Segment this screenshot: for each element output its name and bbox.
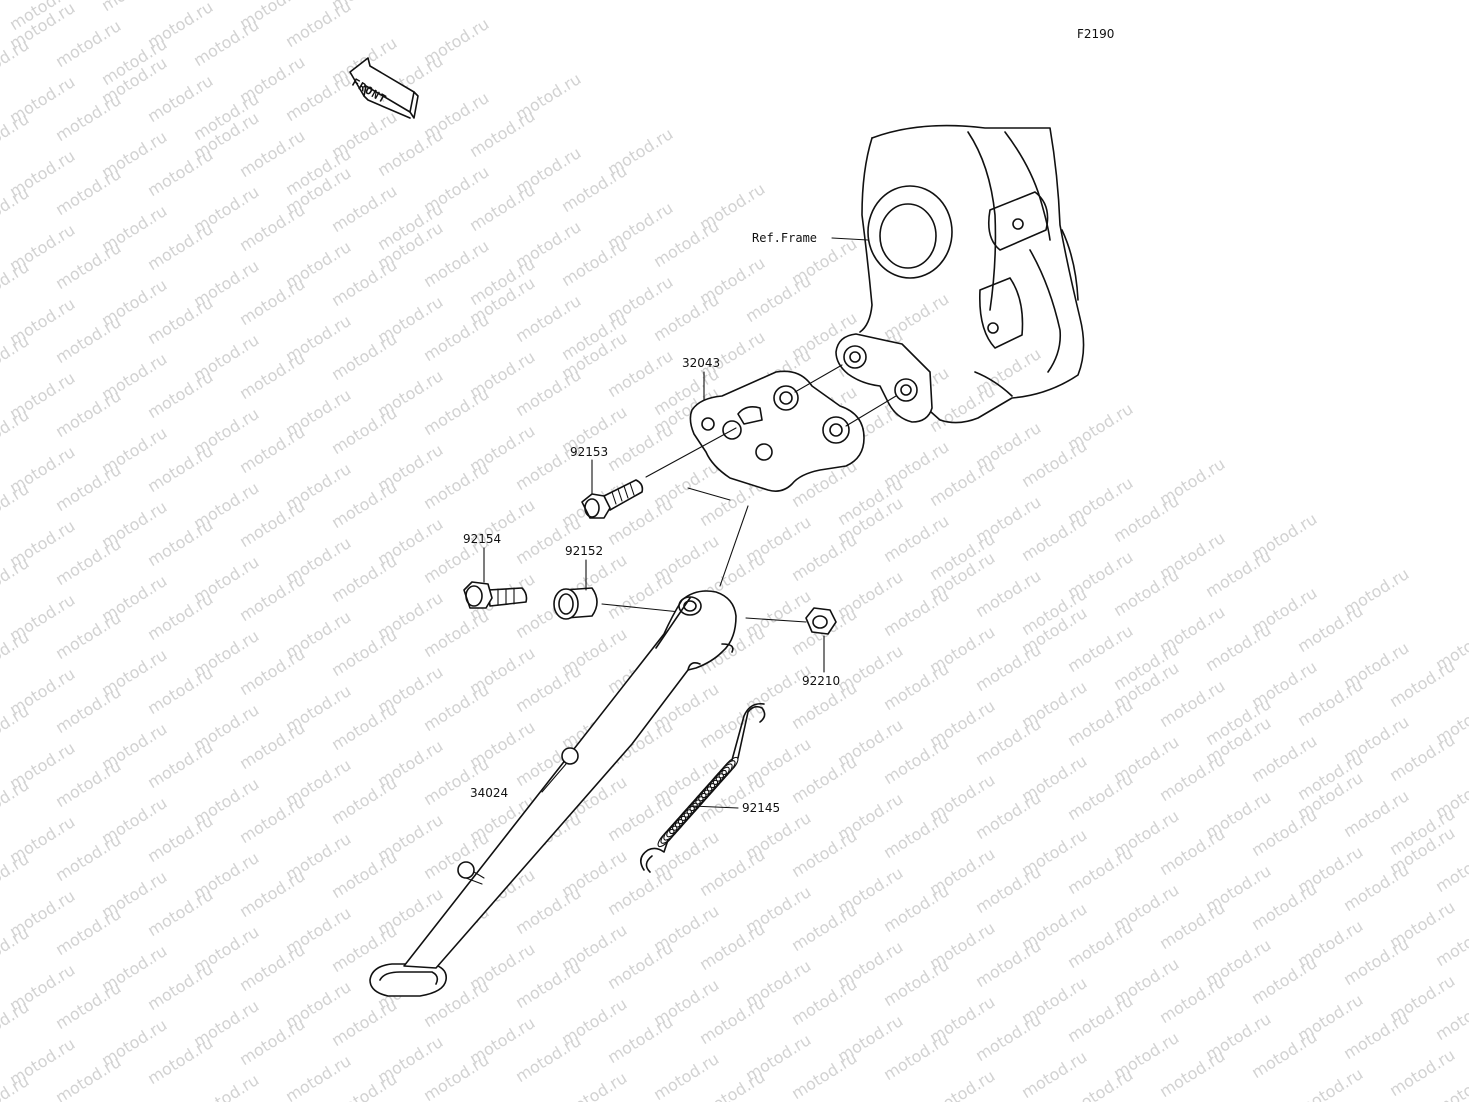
spring-coil [709,769,727,789]
spring-coil [715,763,733,782]
part-label-92154: 92154 [463,532,502,546]
part-label-92210: 92210 [802,674,841,688]
part-label-34024: 34024 [470,786,509,800]
bolt-92154 [463,581,528,609]
bolt-92153 [581,479,644,519]
diagram-code: F2190 [1077,27,1115,41]
bracket-32043 [689,370,865,492]
part-label-32043: 32043 [682,356,721,370]
collar-92152 [553,587,598,620]
ref-frame-label: Ref.Frame [752,231,818,245]
spring-coil [718,760,736,779]
nut-92210 [805,607,837,635]
part-label-92153: 92153 [570,445,609,459]
part-label-92145: 92145 [742,801,781,815]
alignment-lines [601,364,897,623]
leader-lines [483,371,825,809]
spring-coil [721,756,739,776]
frame-drawing [831,124,1085,424]
front-arrow-icon [349,57,419,119]
spring-92145 [640,702,766,873]
part-label-92152: 92152 [565,544,604,558]
side-stand-34024 [369,590,737,997]
spring-coil [712,766,730,785]
